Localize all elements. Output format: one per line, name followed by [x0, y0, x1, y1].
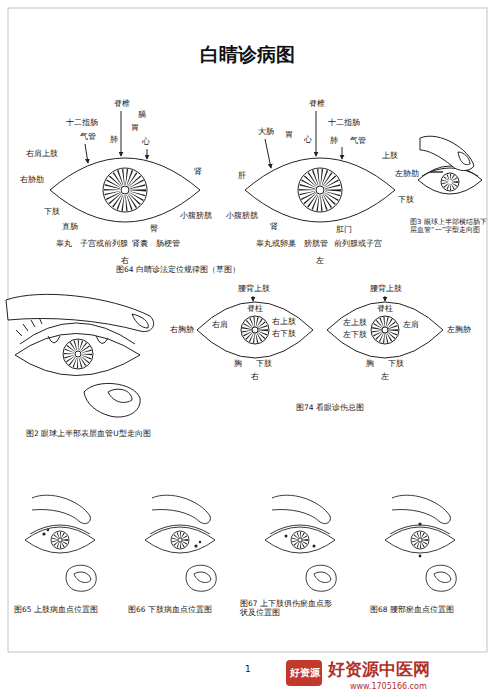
part-label: 腰背上肢 — [370, 285, 402, 294]
figure-caption: 图3 眼球上半部横结肠下层血管“一”字型走向图 — [410, 218, 488, 234]
part-label: 肾囊 — [132, 240, 148, 249]
part-label: 膈 — [138, 111, 146, 120]
part-label: 肾 — [194, 168, 202, 177]
part-label: 脊椎 — [309, 100, 325, 109]
part-label: 下肢 — [398, 196, 414, 205]
part-label: 小腹膀胱 — [226, 212, 258, 221]
part-label: 肛门 — [336, 226, 352, 235]
part-label: 臀 — [150, 225, 158, 234]
figure-caption: 图64 白睛诊法定位规律图（草图） — [116, 266, 240, 275]
watermark-url: www.1705166.com — [350, 682, 427, 691]
part-label: 左上肢 — [343, 319, 367, 328]
part-label: 小腹膀胱 — [180, 212, 212, 221]
part-label: 右肩上肢 — [26, 150, 58, 159]
part-label: 右胸胁 — [170, 326, 194, 335]
part-label: 右下肢 — [272, 330, 296, 339]
part-label: 下肢 — [44, 208, 60, 217]
part-label: 子宫或前列腺 — [80, 240, 128, 249]
part-label: 肠梗管 — [156, 240, 180, 249]
part-label: 右 — [121, 256, 129, 265]
part-label: 直肠 — [62, 223, 78, 232]
part-label: 肺 — [110, 136, 118, 145]
watermark-stamp: 好资源 — [290, 667, 320, 679]
part-label: 左胸胁 — [447, 326, 471, 335]
part-label: 左下肢 — [343, 331, 367, 340]
part-label: 胃 — [285, 131, 293, 140]
figure-caption: 图2 眼球上半部表层血管U型走向图 — [26, 430, 151, 439]
figure-caption: 图74 看眼诊伤总图 — [296, 404, 364, 413]
part-label: 膀胱管 — [304, 240, 328, 249]
part-label: 右胁肋 — [20, 176, 44, 185]
part-label: 左肩 — [403, 321, 419, 330]
page-title: 白睛诊病图 — [0, 44, 495, 66]
part-label: 胃 — [131, 124, 139, 133]
part-label: 脊椎 — [114, 100, 130, 109]
figure-caption: 图68 腰部瘀血点位置图 — [370, 606, 454, 615]
part-label: 左胁肋 — [395, 170, 419, 179]
part-label: 胸 — [366, 360, 374, 369]
part-label: 气管 — [80, 133, 96, 142]
part-label: 右 — [251, 372, 259, 381]
part-label: 左 — [381, 372, 389, 381]
figure-caption: 图67 上下肢俱伤瘀血点形状及位置图 — [240, 600, 336, 617]
part-label: 肾 — [270, 223, 278, 232]
part-label: 上肢 — [382, 152, 398, 161]
figure-caption: 图66 下肢病血点位置图 — [128, 606, 212, 615]
part-label: 下肢 — [256, 360, 272, 369]
part-label: 右上肢 — [272, 318, 296, 327]
part-label: 肺 — [330, 137, 338, 146]
part-label: 脊柱 — [247, 305, 263, 314]
part-label: 心 — [142, 138, 150, 147]
part-label: 睾丸 — [56, 240, 72, 249]
part-label: 大肠 — [258, 128, 274, 137]
part-label: 胸 — [234, 360, 242, 369]
part-label: 十二指肠 — [328, 119, 360, 128]
part-label: 前列腺或子宫 — [334, 240, 382, 249]
part-label: 十二指肠 — [66, 119, 98, 128]
part-label: 心 — [304, 136, 312, 145]
part-label: 右肩 — [212, 321, 228, 330]
part-label: 左 — [316, 256, 324, 265]
part-label: 腰背上肢 — [238, 285, 270, 294]
part-label: 气管 — [350, 137, 366, 146]
figure-caption: 图65 上肢病血点位置图 — [14, 606, 98, 615]
part-label: 下肢 — [388, 360, 404, 369]
watermark: 好资源中医网 — [328, 660, 430, 680]
page-number: 1 — [245, 664, 251, 674]
part-label: 脊柱 — [377, 305, 393, 314]
part-label: 肝 — [238, 172, 246, 181]
part-label: 睾丸或卵巢 — [256, 240, 296, 249]
